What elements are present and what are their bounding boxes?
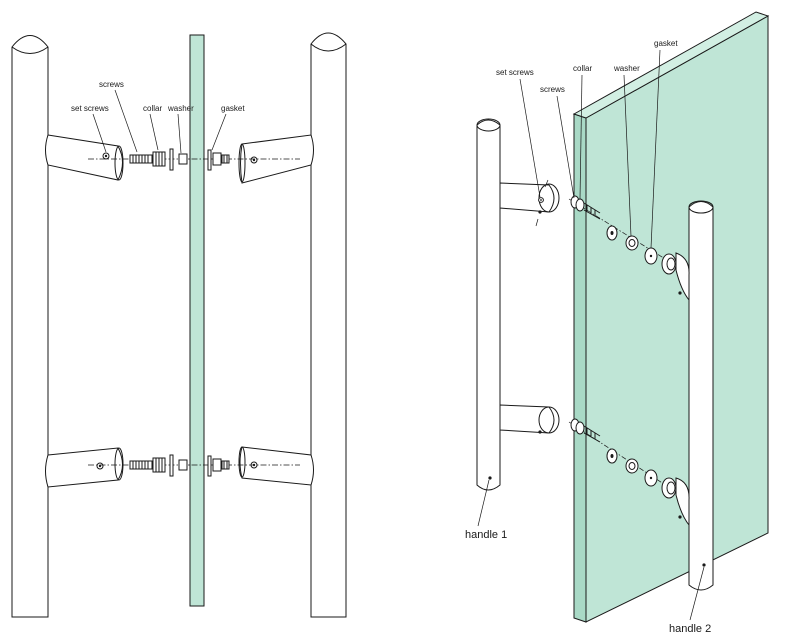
lower-hardware-stack	[88, 454, 300, 477]
label-collar-right: collar	[573, 64, 592, 73]
label-washer-right: washer	[613, 64, 640, 73]
washer	[169, 148, 174, 171]
right-handle-bar	[310, 32, 347, 618]
lower-left-standoff	[45, 447, 123, 488]
right-upper-hardware	[568, 195, 677, 275]
label-set-screws-right: set screws	[496, 68, 534, 77]
right-glass-panel-front	[585, 15, 769, 623]
right-isometric-view: set screws screws collar washer gasket h…	[465, 11, 770, 635]
handle-1-bar	[476, 119, 501, 491]
lower-right-standoff	[239, 446, 314, 486]
label-handle-1: handle 1	[465, 529, 507, 541]
label-washer: washer	[167, 104, 194, 113]
label-handle-2: handle 2	[669, 623, 711, 635]
label-collar: collar	[143, 104, 162, 113]
label-gasket: gasket	[221, 104, 245, 113]
label-screws-right: screws	[540, 85, 565, 94]
label-gasket-right: gasket	[654, 39, 678, 48]
label-set-screws: set screws	[71, 104, 109, 113]
upper-hardware-stack	[88, 148, 300, 171]
label-screws: screws	[99, 80, 124, 89]
right-lower-hardware	[568, 418, 677, 499]
left-handle-bar	[11, 35, 49, 618]
upper-left-standoff	[45, 134, 123, 181]
left-side-view: screws set screws collar washer gasket	[11, 32, 347, 618]
left-glass-panel	[189, 34, 205, 607]
handle-2-bar	[688, 201, 714, 591]
